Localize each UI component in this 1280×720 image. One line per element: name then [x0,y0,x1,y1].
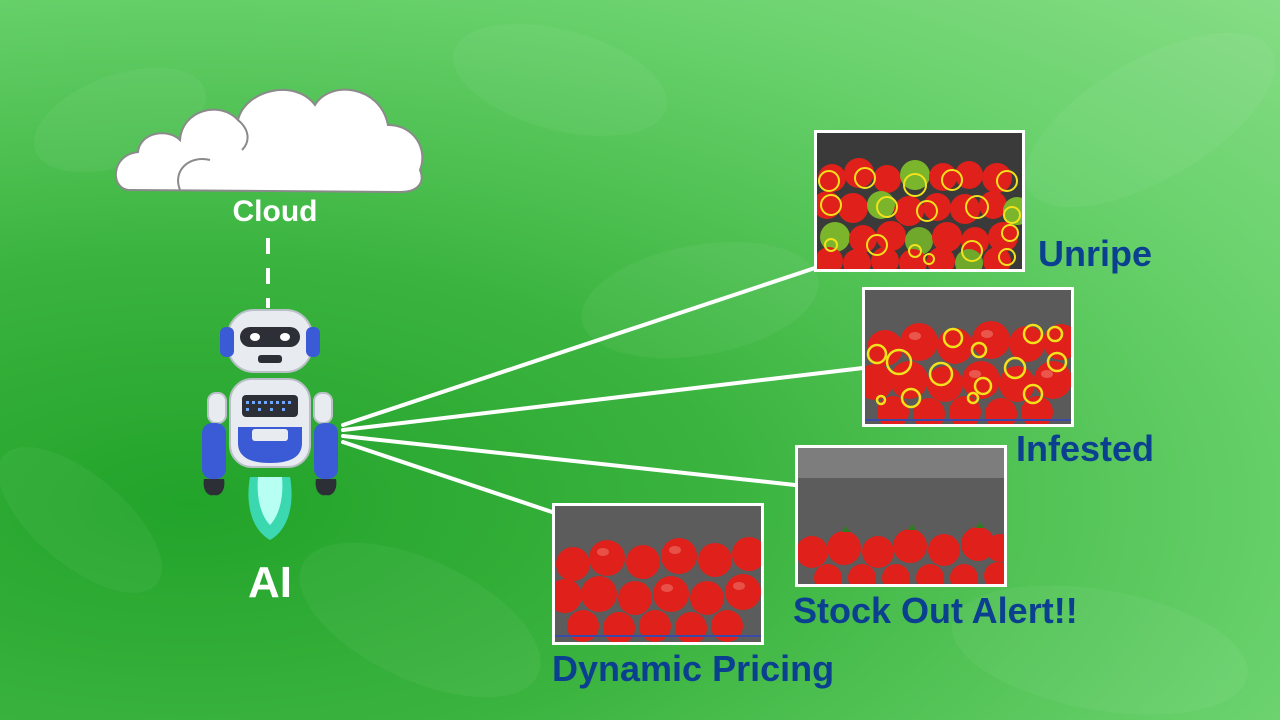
dynamic-pricing-shelf-image [552,503,764,645]
ai-label: AI [248,558,292,607]
robot-icon [202,309,338,540]
unripe-tomatoes-image [814,130,1025,272]
stock-out-shelf-image [795,445,1007,587]
stock-out-alert-label: Stock Out Alert!! [793,590,1078,631]
cloud-ai-link [266,238,270,308]
cloud-icon [115,88,424,194]
infested-label: Infested [1016,428,1155,469]
unripe-label: Unripe [1038,233,1153,274]
infested-tomatoes-image [862,287,1074,427]
dynamic-pricing-label: Dynamic Pricing [552,648,835,689]
cloud-label: Cloud [232,195,318,228]
